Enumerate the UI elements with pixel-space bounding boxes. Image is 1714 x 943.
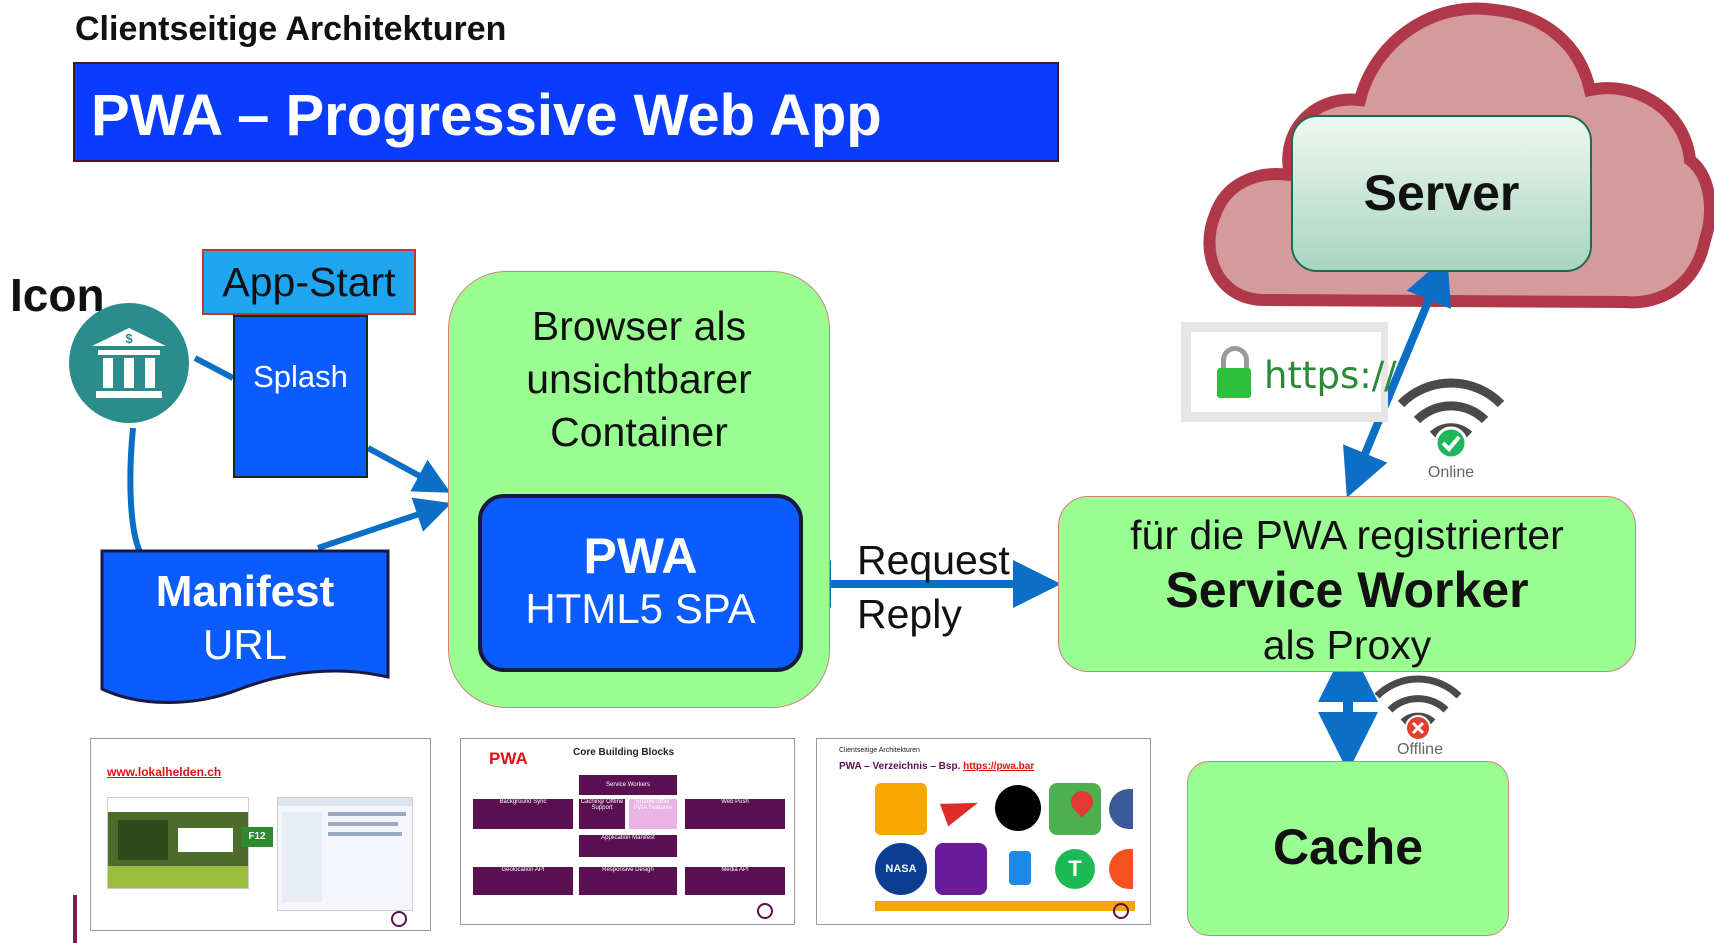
- app-tile-luggage: [995, 843, 1047, 895]
- wifi-offline-icon: [1374, 675, 1462, 741]
- online-label: Online: [1427, 464, 1475, 481]
- wifi-online-icon: [1397, 378, 1505, 460]
- thumb3-title: PWA – Verzeichnis – Bsp. https://pwa.bar: [839, 761, 1034, 772]
- thumb2-heading: Core Building Blocks: [573, 747, 675, 758]
- block-media: Media API: [685, 867, 785, 895]
- browser-line2: unsichtbarer: [526, 356, 752, 402]
- browser-text: Browser als unsichtbarer Container: [449, 300, 829, 459]
- manifest-url: URL: [202, 621, 288, 668]
- app-tile-cart: [935, 843, 987, 895]
- server-box: Server: [1291, 115, 1592, 272]
- thumb1-site: www.lokalhelden.ch: [107, 765, 222, 779]
- server-sw-arrow: [1343, 255, 1452, 498]
- thumb2-logo: PWA: [489, 749, 528, 768]
- app-tile-paper-plane: [935, 783, 987, 835]
- block-app-manifest: Application Manifest: [579, 835, 677, 857]
- title-bar: PWA – Progressive Web App: [73, 62, 1059, 162]
- app-start-label: App-Start: [202, 249, 416, 315]
- thumb1-website-shot: [107, 797, 249, 889]
- https-inner: https://: [1191, 332, 1397, 412]
- sw-line1: für die PWA registrierter: [1130, 512, 1564, 558]
- icon-to-splash-line: [193, 355, 235, 381]
- ost-logo: [757, 903, 773, 919]
- manifest-title: Manifest: [155, 567, 335, 616]
- slide-accent-bar: [73, 895, 77, 943]
- splash-box: Splash: [233, 315, 368, 478]
- thumb3-title-link[interactable]: https://pwa.bar: [963, 761, 1035, 772]
- icon-label: Icon: [10, 269, 105, 321]
- thumbnail-core-building-blocks: PWA Core Building Blocks Service Workers…: [460, 738, 795, 925]
- icon-to-manifest-curve: [127, 427, 143, 554]
- pwa-subtitle: HTML5 SPA: [525, 585, 756, 632]
- https-text: https://: [1264, 354, 1397, 397]
- service-worker-box: für die PWA registrierter Service Worker…: [1058, 496, 1636, 672]
- block-responsive: Responsive Design: [579, 867, 677, 895]
- block-enable-other: Enable other PWA Features: [629, 799, 677, 829]
- https-badge: https://: [1181, 322, 1397, 422]
- splash-label: Splash: [253, 359, 348, 394]
- thumbnail-pwa-directory: Clientseitige Architekturen PWA – Verzei…: [816, 738, 1151, 925]
- ost-logo: [1113, 903, 1129, 919]
- block-caching: Caching/ Offline Support: [579, 799, 625, 829]
- lock-shackle: [1221, 346, 1249, 375]
- app-tile-maps: [1049, 783, 1101, 835]
- thumb1-devtools-shot: [277, 797, 413, 911]
- course-title: Clientseitige Architekturen: [75, 10, 507, 48]
- sw-line3: als Proxy: [1262, 622, 1432, 668]
- thumb3-course: Clientseitige Architekturen: [839, 747, 920, 754]
- sw-title: Service Worker: [1165, 562, 1529, 618]
- thumbnail-lokalhelden: www.lokalhelden.ch F12: [90, 738, 431, 931]
- app-tile-nasa: NASA: [875, 843, 927, 895]
- app-tile-partial-orange: [1109, 849, 1133, 889]
- app-tile-strip: [875, 901, 1135, 911]
- bank-icon: $: [69, 303, 189, 423]
- thumb1-f12-key: F12: [241, 827, 273, 847]
- manifest-text: Manifest URL: [100, 565, 390, 671]
- splash-to-browser-arrow: [366, 445, 451, 493]
- app-tile-partial-blue: [1109, 789, 1133, 829]
- slide-title: PWA – Progressive Web App: [91, 83, 882, 148]
- request-label: Request: [857, 537, 1010, 583]
- browser-line3: Container: [550, 409, 728, 455]
- block-background-sync: Background Sync: [473, 799, 573, 829]
- block-service-workers: Service Workers: [579, 775, 677, 795]
- block-geolocation: Geolocation API: [473, 867, 573, 895]
- block-web-push: Web Push: [685, 799, 785, 829]
- lock-icon: [1217, 368, 1251, 398]
- manifest-shape: [100, 549, 390, 704]
- pwa-box: PWA HTML5 SPA: [478, 494, 803, 672]
- app-tile-moon: [995, 785, 1041, 831]
- request-reply-label: Request Reply: [857, 533, 1010, 641]
- ost-logo: [391, 911, 407, 927]
- browser-line1: Browser als: [531, 303, 747, 349]
- svg-text:$: $: [125, 331, 133, 346]
- app-tile-t: T: [1049, 843, 1101, 895]
- cache-box: Cache: [1187, 761, 1509, 936]
- manifest-to-browser-arrow: [317, 497, 452, 551]
- offline-label: Offline: [1397, 741, 1443, 758]
- pwa-title: PWA: [583, 528, 698, 584]
- reply-label: Reply: [857, 591, 962, 637]
- app-tile-continental: [875, 783, 927, 835]
- thumb3-title-prefix: PWA – Verzeichnis – Bsp.: [839, 761, 964, 772]
